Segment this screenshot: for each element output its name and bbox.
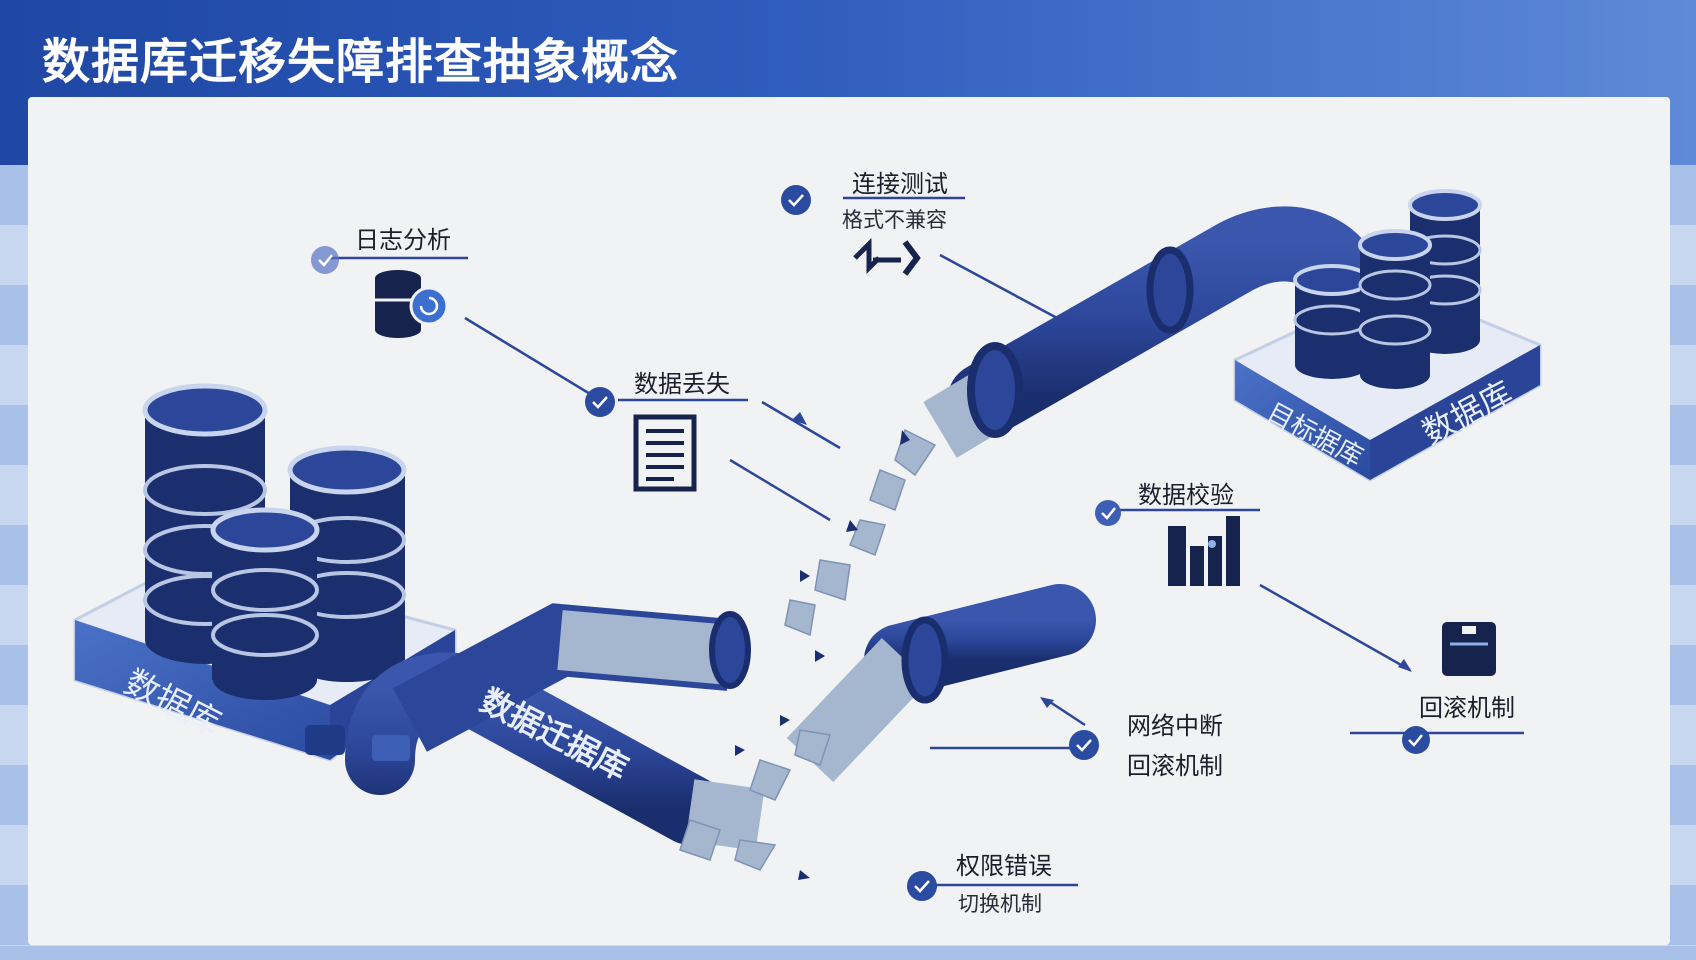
check-marker-network [1069, 730, 1099, 760]
callout-rollback-title: 回滚机制 [1419, 694, 1515, 722]
arrow-code-icon [853, 237, 921, 276]
callout-perm-title: 权限错误 [956, 852, 1052, 880]
bar-chart-icon [1168, 516, 1240, 586]
callout-loss-title: 数据丢失 [634, 370, 730, 398]
document-icon [633, 414, 697, 492]
server-icon [1442, 622, 1496, 676]
check-marker-perm [907, 871, 937, 901]
callout-network-title: 网络中断 [1127, 712, 1223, 740]
target-db-stack-2 [1293, 264, 1371, 379]
target-database [1233, 189, 1542, 482]
migration-pipe-right-stub [786, 584, 1096, 783]
bottom-decoration [0, 946, 1696, 960]
annotation-arrowheads [792, 314, 1412, 708]
check-marker-conn [781, 185, 811, 215]
annotation-lines [328, 196, 1524, 887]
migration-pipe-lower [345, 603, 765, 851]
database-search-icon [375, 270, 449, 338]
side-decoration-left [0, 165, 30, 960]
check-marker-loss [585, 387, 615, 417]
callout-conn-title: 连接测试 [852, 170, 948, 198]
callout-network-subtitle: 回滚机制 [1127, 752, 1223, 780]
callout-conn-subtitle: 格式不兼容 [842, 208, 947, 232]
callout-verify-title: 数据校验 [1138, 481, 1234, 509]
source-db-stack-3 [210, 507, 320, 700]
check-marker-log [311, 246, 339, 274]
callout-perm-subtitle: 切换机制 [958, 892, 1042, 916]
callout-log-title: 日志分析 [355, 226, 451, 254]
dark-fragments [735, 430, 910, 880]
check-marker-verify [1095, 500, 1121, 526]
page-title: 数据库迁移失障排查抽象概念 [42, 34, 680, 90]
target-db-stack-3 [1358, 229, 1432, 389]
check-marker-rollback [1402, 726, 1430, 754]
side-decoration-right [1666, 165, 1696, 960]
